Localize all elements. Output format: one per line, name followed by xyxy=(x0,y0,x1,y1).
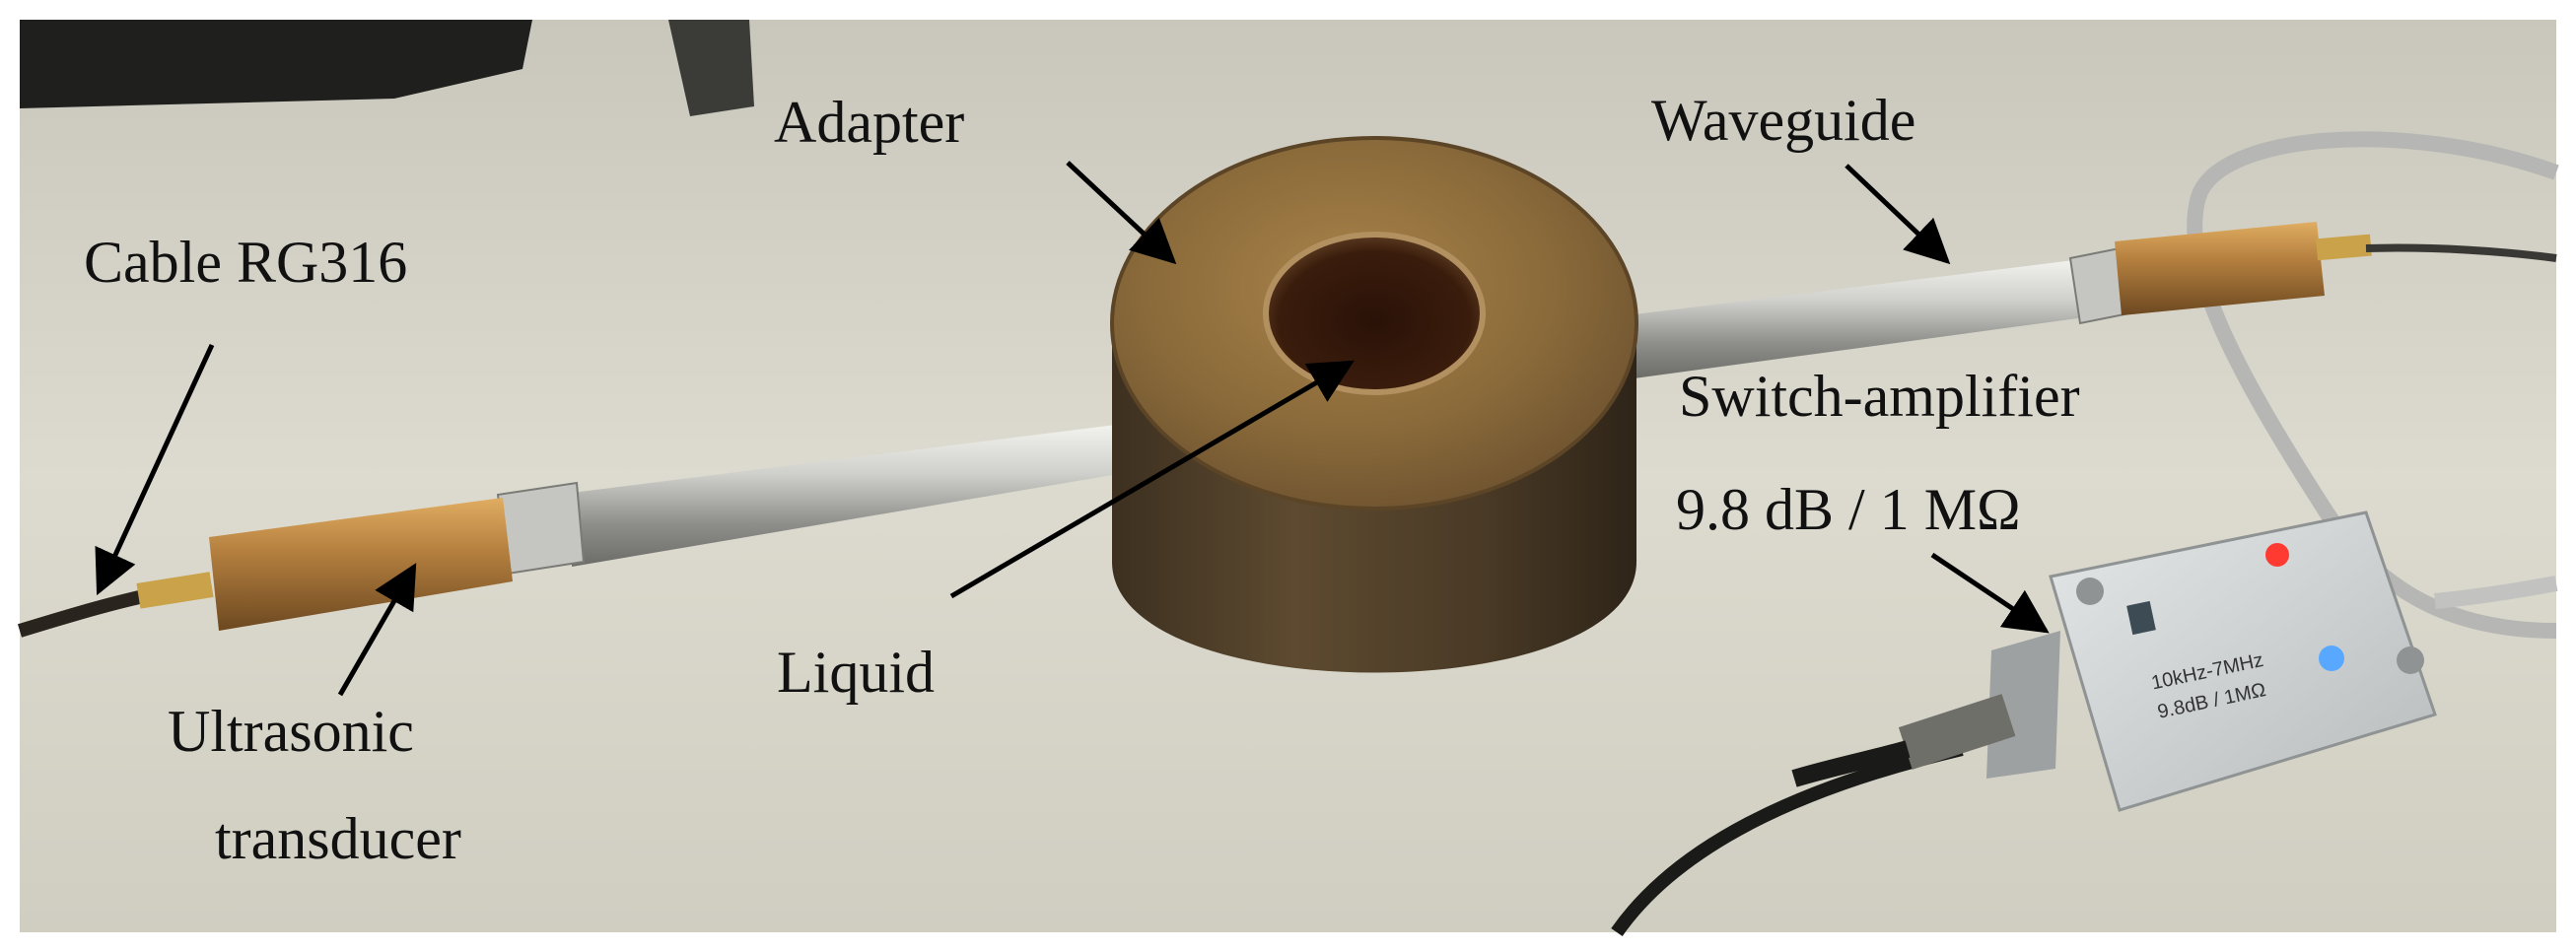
adapter-top-rim xyxy=(1110,136,1638,510)
device-logo xyxy=(2126,600,2156,636)
arrow-ultrasonic xyxy=(337,563,417,697)
label-switch-amplifier: Switch-amplifier xyxy=(1679,364,2080,429)
sma-connector-right xyxy=(2316,234,2372,261)
left-hex-nut xyxy=(496,481,586,576)
grey-cable-to-box xyxy=(2434,576,2558,609)
label-amplifier-spec: 9.8 dB / 1 MΩ xyxy=(1676,477,2021,542)
amplifier-box-side xyxy=(1986,631,2060,779)
arrow-cable xyxy=(95,343,215,596)
adapter-bore xyxy=(1266,235,1483,392)
right-transducer-body xyxy=(2115,222,2325,315)
bnc-connector xyxy=(1898,694,2016,770)
arrow-switch-amplifier xyxy=(1930,552,2050,634)
left-waveguide xyxy=(572,424,1124,567)
label-transducer: transducer xyxy=(215,806,461,871)
bnc-cable xyxy=(1791,740,1911,787)
screw-2 xyxy=(2397,646,2424,674)
label-adapter: Adapter xyxy=(774,90,965,155)
label-waveguide: Waveguide xyxy=(1651,88,1916,153)
label-liquid: Liquid xyxy=(777,640,935,705)
right-thin-cable xyxy=(2365,243,2557,262)
arrow-waveguide xyxy=(1845,164,1951,265)
dark-strip-top xyxy=(668,20,754,116)
screw-1 xyxy=(2076,578,2104,605)
arrow-liquid xyxy=(949,360,1355,599)
amplifier-box xyxy=(2049,510,2437,812)
led-blue xyxy=(2319,646,2344,671)
black-cable-bottom xyxy=(1611,742,1964,937)
arrow-adapter xyxy=(1066,161,1177,265)
dark-object-top-left xyxy=(20,20,532,108)
led-red xyxy=(2265,543,2289,567)
label-ultrasonic: Ultrasonic xyxy=(168,699,414,764)
right-waveguide xyxy=(1627,258,2100,379)
sma-connector-left xyxy=(136,572,214,609)
left-transducer-body xyxy=(209,498,513,631)
label-cable: Cable RG316 xyxy=(84,230,408,295)
switch-amplifier-device: 10kHz-7MHz 9.8dB / 1MΩ xyxy=(1791,510,2558,812)
bore-highlight xyxy=(1263,232,1486,395)
